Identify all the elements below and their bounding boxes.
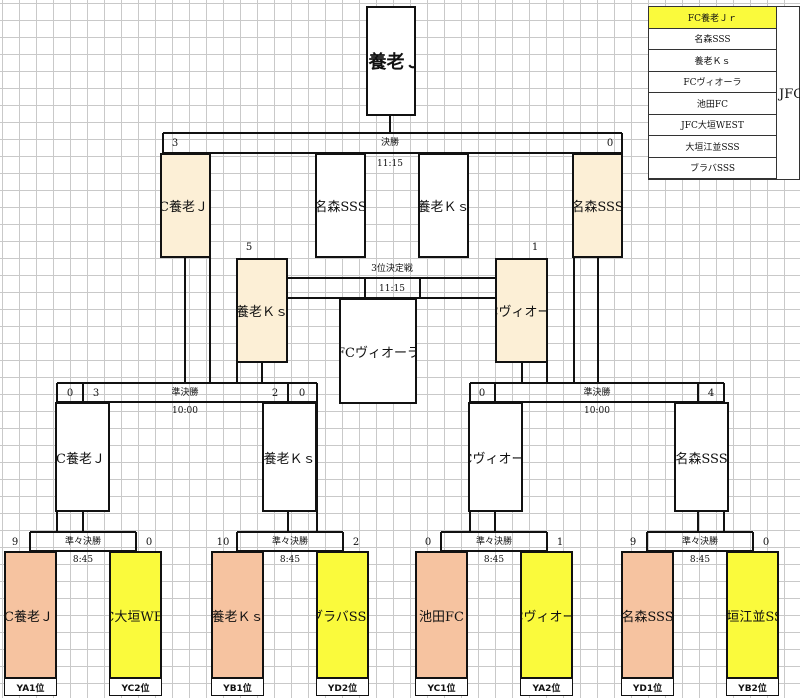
third-left-team: 養老Ｋｓ: [236, 258, 288, 363]
qf1-right-team: JFC大垣WEST: [109, 551, 162, 679]
qf2-left-team: 養老Ｋｓ: [211, 551, 264, 679]
qf2-left-seed: YB1位: [211, 679, 264, 696]
sf2-time: 10:00: [584, 406, 610, 416]
sf1-score-d: 0: [298, 388, 306, 399]
final-left-score: 3: [171, 138, 179, 149]
qf1-left-seed: YA1位: [4, 679, 57, 696]
legend-item: 養老Ｋｓ: [649, 50, 777, 72]
legend-item: JFC大垣WEST: [649, 114, 777, 136]
sf1-time: 10:00: [172, 406, 198, 416]
legend-side-text: JFC: [779, 86, 800, 102]
legend-item: ブラバSSS: [649, 157, 777, 179]
qf1-winner: FC養老Ｊｒ: [55, 402, 110, 512]
qf1-left-score: 9: [11, 537, 19, 548]
final-inner-left-team: 名森SSS: [315, 153, 366, 258]
qf4-time: 8:45: [689, 555, 711, 565]
qf2-winner: 養老Ｋｓ: [262, 402, 317, 512]
qf3-left-team: 池田FC: [415, 551, 468, 679]
sf2-score-a: 0: [478, 388, 486, 399]
sf1-label: 準決勝: [171, 388, 199, 398]
third-place-winner: FCヴィオーラ: [339, 298, 417, 404]
qf4-left-seed: YD1位: [621, 679, 674, 696]
final-inner-right-team: 養老Ｋｓ: [418, 153, 469, 258]
qf1-left-team: FC養老Ｊｒ: [4, 551, 57, 679]
qf1-time: 8:45: [72, 555, 94, 565]
qf2-left-score: 10: [216, 537, 230, 548]
final-left-team: FC養老Ｊｒ: [160, 153, 211, 258]
legend-item: FCヴィオーラ: [649, 71, 777, 93]
sf1-score-a: 0: [66, 388, 74, 399]
third-place-time: 11:15: [379, 284, 405, 294]
legend-item: 名森SSS: [649, 28, 777, 50]
qf3-right-team: FCヴィオーラ: [520, 551, 573, 679]
qf2-right-team: ブラバSSS: [316, 551, 369, 679]
final-label: 決勝: [380, 138, 400, 148]
qf1-right-seed: YC2位: [109, 679, 162, 696]
legend-list: FC養老Ｊｒ 名森SSS 養老Ｋｓ FCヴィオーラ 池田FC JFC大垣WEST…: [649, 7, 777, 179]
qf2-label: 準々決勝: [271, 537, 309, 547]
qf3-time: 8:45: [483, 555, 505, 565]
qf4-label: 準々決勝: [681, 537, 719, 547]
third-right-team: FCヴィオーラ: [495, 258, 548, 363]
final-time: 11:15: [377, 159, 403, 169]
third-left-score: 5: [245, 242, 253, 253]
qf2-right-seed: YD2位: [316, 679, 369, 696]
qf4-left-team: 名森SSS: [621, 551, 674, 679]
qf4-right-team: 大垣江並SSS: [726, 551, 779, 679]
qf3-right-seed: YA2位: [520, 679, 573, 696]
champion-box: FC養老Ｊｒ: [366, 6, 416, 116]
legend-item: 池田FC: [649, 93, 777, 115]
qf4-left-score: 9: [629, 537, 637, 548]
sf1-score-b: 3: [92, 388, 100, 399]
sf2-score-d: 4: [707, 388, 715, 399]
qf3-left-score: 0: [424, 537, 432, 548]
third-right-score: 1: [531, 242, 539, 253]
third-place-label: 3位決定戦: [371, 264, 413, 274]
qf2-time: 8:45: [279, 555, 301, 565]
final-right-team: 名森SSS: [572, 153, 623, 258]
legend-item: 大垣江並SSS: [649, 136, 777, 158]
qf3-label: 準々決勝: [475, 537, 513, 547]
qf4-right-seed: YB2位: [726, 679, 779, 696]
qf3-winner: FCヴィオーラ: [468, 402, 523, 512]
qf2-right-score: 2: [352, 537, 360, 548]
sf1-score-c: 2: [271, 388, 279, 399]
qf1-label: 準々決勝: [64, 537, 102, 547]
qf3-right-score: 1: [556, 537, 564, 548]
team-legend: FC養老Ｊｒ 名森SSS 養老Ｋｓ FCヴィオーラ 池田FC JFC大垣WEST…: [648, 6, 800, 180]
qf3-left-seed: YC1位: [415, 679, 468, 696]
legend-item: FC養老Ｊｒ: [649, 7, 777, 29]
final-right-score: 0: [606, 138, 614, 149]
qf4-right-score: 0: [762, 537, 770, 548]
sf2-label: 準決勝: [583, 388, 611, 398]
qf1-right-score: 0: [145, 537, 153, 548]
qf4-winner: 名森SSS: [674, 402, 729, 512]
